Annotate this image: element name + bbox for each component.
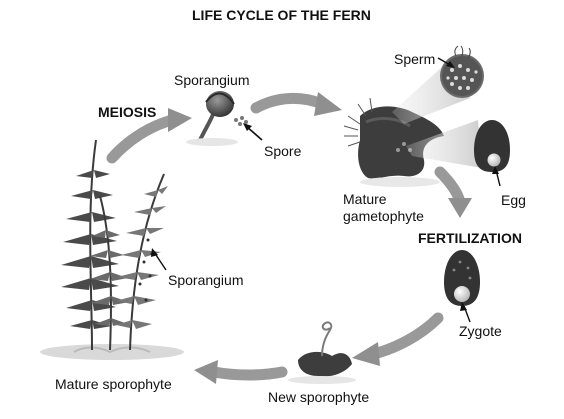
zygote-pointer-arrow — [460, 302, 471, 323]
arrow-new-to-mature-sporophyte — [194, 360, 288, 384]
fern-sporangium-label: Sporangium — [168, 272, 244, 288]
egg-zoom-cone — [406, 120, 482, 168]
gametophyte-illustration — [343, 97, 444, 187]
sporangium-illustration — [186, 91, 248, 146]
mature-sporophyte-illustration — [40, 139, 184, 360]
egg-label: Egg — [501, 192, 526, 208]
new-sporophyte-illustration — [288, 321, 356, 384]
meiosis-label: MEIOSIS — [98, 104, 157, 120]
arrow-spore-to-gametophyte — [250, 92, 342, 116]
sperm-label: Sperm — [394, 51, 436, 67]
sporangium-top-label: Sporangium — [174, 72, 250, 88]
spore-pointer-arrow — [243, 123, 263, 141]
sperm-bubble — [440, 45, 484, 98]
mature-sporophyte-label: Mature sporophyte — [55, 376, 172, 392]
arrow-zygote-to-new-sporophyte — [352, 312, 444, 366]
egg-capsule — [474, 120, 510, 172]
egg-pointer-arrow — [492, 166, 501, 187]
fern-sporangium-pointer-arrow — [151, 248, 167, 271]
diagram-title: LIFE CYCLE OF THE FERN — [192, 7, 371, 23]
spore-label: Spore — [264, 143, 302, 159]
fertilization-label: FERTILIZATION — [418, 230, 522, 246]
mature-gametophyte-label-line2: gametophyte — [343, 208, 424, 224]
mature-gametophyte-label-line1: Mature — [343, 191, 387, 207]
arrow-meiosis-to-sporangium — [106, 108, 192, 164]
arrow-gametophyte-to-fertilization — [434, 166, 472, 218]
sperm-pointer-arrow — [437, 57, 455, 68]
zygote-capsule — [444, 250, 480, 306]
zygote-label: Zygote — [459, 323, 502, 339]
new-sporophyte-label: New sporophyte — [268, 389, 370, 405]
